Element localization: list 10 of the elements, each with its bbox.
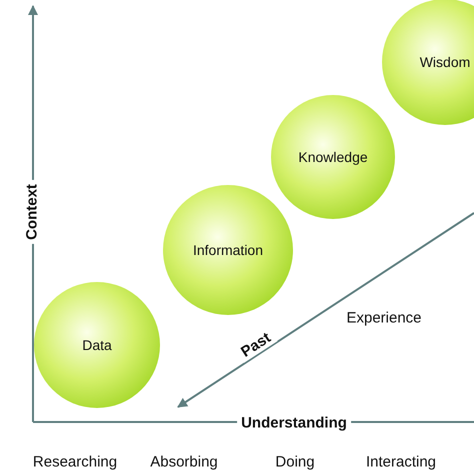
axis-label: Doing bbox=[275, 454, 315, 470]
axis-label: Absorbing bbox=[150, 454, 218, 470]
node-label: Wisdom bbox=[420, 54, 470, 70]
node-label: Information bbox=[192, 242, 264, 258]
region-label: Experience bbox=[346, 310, 422, 326]
axis-title: Understanding bbox=[237, 414, 351, 432]
node-label: Knowledge bbox=[298, 149, 368, 165]
axis-label: Researching bbox=[32, 454, 118, 470]
node-label: Data bbox=[82, 337, 112, 353]
axis-label: Interacting bbox=[366, 454, 436, 470]
